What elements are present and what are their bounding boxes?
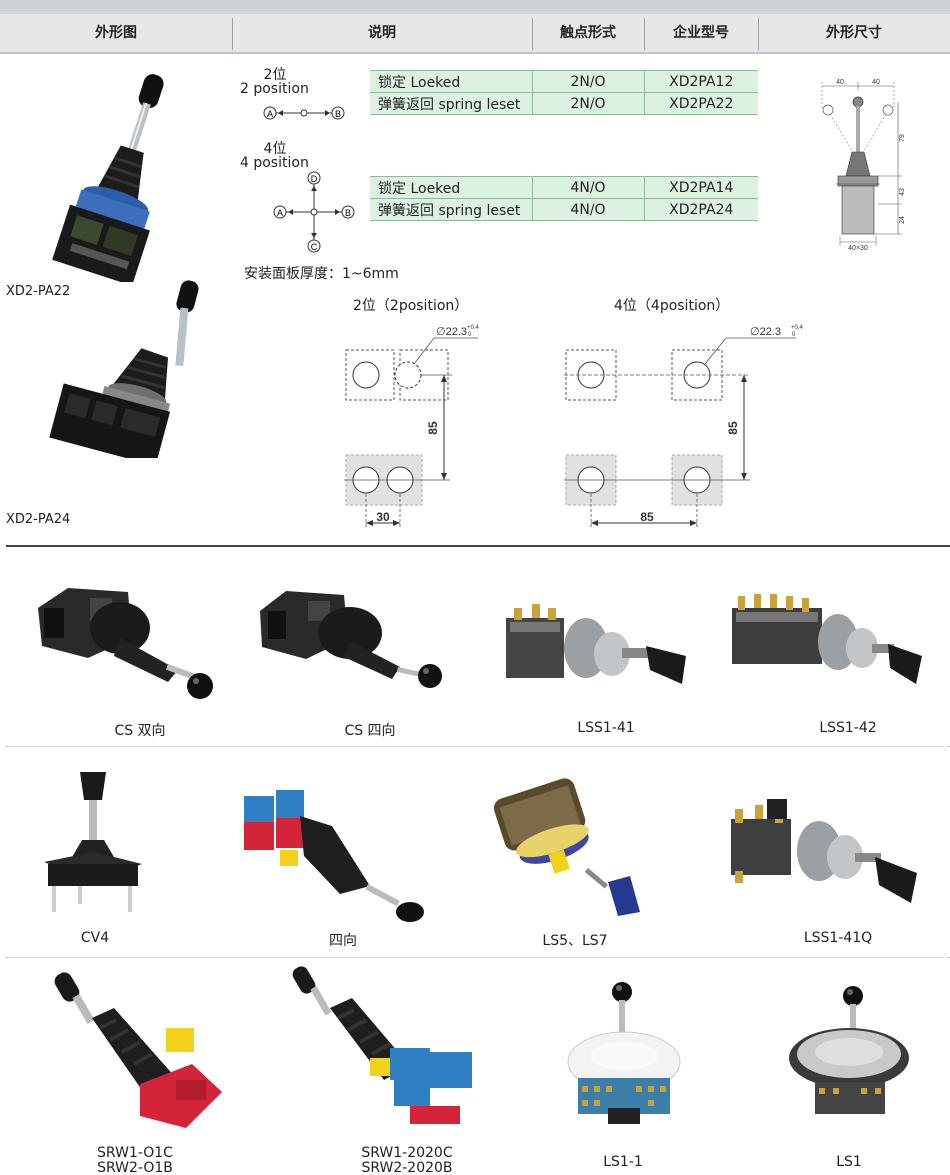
desc-cell: 弹簧返回 spring leset [370,92,532,115]
caption-line: SRW2-2020B [361,1160,453,1175]
node-d-label: D [311,174,318,184]
header-model: 企业型号 [673,25,729,41]
product-label: XD2-PA24 [6,512,71,527]
caption-line: SRW2-O1B [97,1160,173,1175]
dim-w2: 40 [872,79,880,86]
cutout-4pos-title: 4位（4position） [614,298,730,314]
joystick-xd2-pa24-photo [49,280,199,458]
cv4-switch-photo [44,772,142,912]
gallery-caption: LSS1-42 [819,720,877,736]
row-separator [6,957,950,958]
panel-thickness-note: 安装面板厚度：1~6mm [244,266,399,282]
contact-cell: 2N/O [531,92,644,115]
gallery-caption: CV4 [80,930,110,946]
gallery-caption: CS 双向 [114,723,166,739]
cs-four-way-switch-photo [260,591,442,688]
gallery-caption: LS1-1 [603,1154,643,1170]
spec-table-header: 外形图 说明 触点形式 企业型号 外形尺寸 [0,14,950,54]
desc-cell: 锁定 Loeked [370,176,532,199]
cutout-2pos-tol-low: 0 [468,332,472,338]
caption-line: SRW1-2020C [361,1145,453,1161]
cutout-2pos-hole: ∅22.3 [436,326,467,338]
caption-line: SRW1-O1C [97,1145,173,1161]
dim-h3: 24 [899,216,906,224]
node-b-label: B [345,208,351,218]
cs-two-way-switch-photo [38,588,213,699]
gallery-caption: LS5、LS7 [542,933,608,949]
joystick-xd2-pa22-photo [52,74,164,282]
header-description: 说明 [368,25,396,41]
header-dimensions: 外形尺寸 [826,25,882,41]
header-contact-type: 触点形式 [560,25,616,41]
row-separator [6,746,950,747]
model-cell: XD2PA12 [643,70,758,93]
two-pos-title-cn: 2位 [263,67,287,83]
node-a-label: A [267,109,273,119]
cutout-4pos-dim-v: 85 [726,421,740,435]
cutout-2pos-dim-h: 30 [376,510,390,524]
four-pos-title-cn: 4位 [263,141,287,157]
table-row: 弹簧返回 spring leset 4N/O XD2PA24 [370,198,758,221]
model-cell: XD2PA14 [643,176,758,199]
desc-cell: 弹簧返回 spring leset [370,198,532,221]
four-pos-spec-table: 锁定 Loeked 4N/O XD2PA14 弹簧返回 spring leset… [370,176,758,221]
two-pos-switch-diagram: A B [263,106,345,120]
lss1-41q-switch-photo [731,799,917,903]
cutout-4pos-drawing: 85 85 ∅22.3 +0.4 0 [564,325,804,528]
two-pos-spec-table: 锁定 Loeked 2N/O XD2PA12 弹簧返回 spring leset… [370,70,758,115]
gallery-caption: LS1 [836,1154,862,1170]
outline-dimension-drawing: 40 40 79 43 24 40×30 [821,79,906,252]
cutout-4pos-dim-h: 85 [640,510,654,524]
product-label: XD2-PA22 [6,284,71,299]
gallery-caption: SRW1-2020C SRW2-2020B [332,1146,482,1175]
four-pos-switch-diagram: A B D C [273,171,355,253]
node-a-label: A [277,208,283,218]
ls1-1-switch-photo [567,982,681,1124]
model-cell: XD2PA22 [643,92,758,115]
four-pos-title-en: 4 position [240,155,309,171]
table-row: 锁定 Loeked 2N/O XD2PA12 [370,70,758,93]
lss1-42-switch-photo [732,594,922,684]
gallery-caption: LSS1-41Q [803,930,873,946]
header-appearance: 外形图 [95,25,137,41]
gallery-caption: LSS1-41 [577,720,635,736]
dim-base: 40×30 [848,245,868,252]
cutout-4pos-hole: ∅22.3 [750,326,781,338]
node-b-label: B [335,109,341,119]
cutout-2pos-dim-v: 85 [426,421,440,435]
gallery-caption: 四向 [329,933,357,949]
top-strip [0,0,950,14]
four-way-switch-photo [244,790,424,922]
srw1-2020c-switch-photo [292,966,472,1124]
node-c-label: C [311,242,318,252]
dim-h2: 43 [899,188,906,196]
contact-cell: 4N/O [531,176,644,199]
table-row: 锁定 Loeked 4N/O XD2PA14 [370,176,758,199]
cutout-2pos-drawing: 85 30 ∅22.3 +0.4 0 [344,325,480,528]
lss1-41-switch-photo [506,604,686,684]
cutout-2pos-title: 2位（2position） [353,298,469,314]
table-row: 弹簧返回 spring leset 2N/O XD2PA22 [370,92,758,115]
section-divider [6,545,950,547]
dim-h1: 79 [899,134,906,142]
desc-cell: 锁定 Loeked [370,70,532,93]
model-cell: XD2PA24 [643,198,758,221]
cutout-2pos-tol: +0.4 [467,325,480,331]
srw1-01c-switch-photo [54,972,222,1128]
cutout-4pos-tol-low: 0 [792,332,796,338]
contact-cell: 4N/O [531,198,644,221]
two-pos-title-en: 2 position [240,81,309,97]
ls1-switch-photo [789,986,909,1114]
contact-cell: 2N/O [531,70,644,93]
gallery-caption: SRW1-O1C SRW2-O1B [60,1146,210,1175]
dim-w1: 40 [836,79,844,86]
ls5-ls7-switch-photo [493,778,640,916]
gallery-caption: CS 四向 [344,723,396,739]
cutout-4pos-tol: +0.4 [791,325,804,331]
